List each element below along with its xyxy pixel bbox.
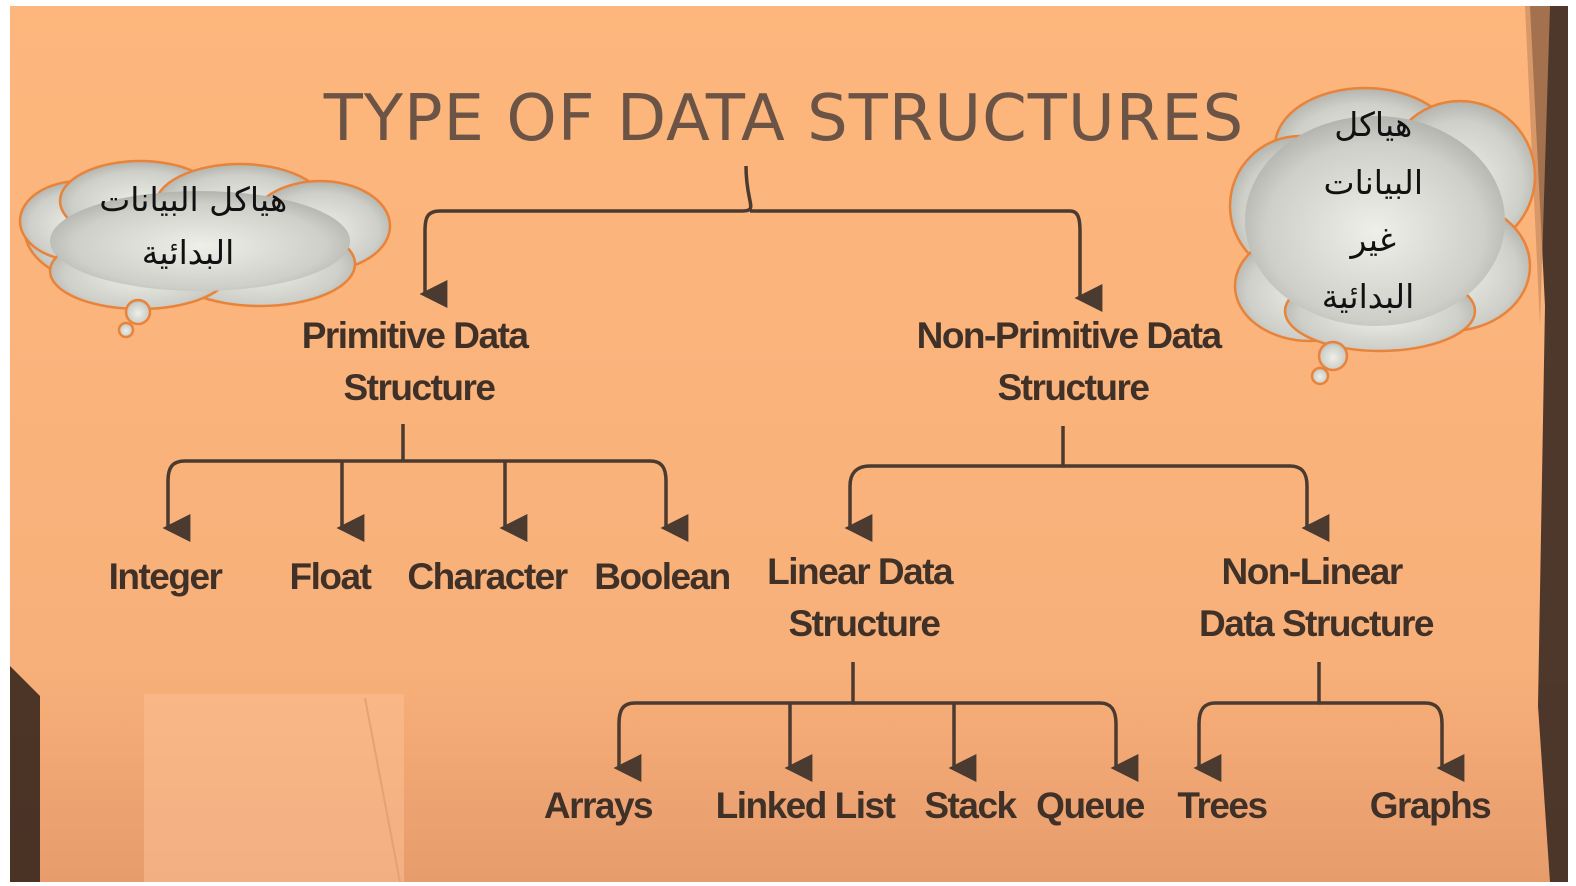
diagram-title: TYPE OF DATA STRUCTURES [323,82,1245,156]
node-linear-line2: Structure [789,603,941,644]
node-integer: Integer [109,556,223,597]
callout-right-text: هياكل البيانات غير البدائية [1313,105,1423,316]
node-character: Character [407,556,567,597]
connector-root [419,165,1103,312]
connector-linear [613,662,1139,782]
node-queue: Queue [1036,785,1145,826]
node-linked-list: Linked List [716,785,896,826]
node-trees: Trees [1177,785,1267,826]
decor-right-fold [1525,6,1550,326]
callout-right-line1: هياكل [1334,105,1412,144]
node-non-primitive-line2: Structure [998,367,1150,408]
connector-primitive [168,424,689,528]
connector-non-primitive [844,426,1330,542]
node-linear-line1: Linear Data [767,551,954,592]
node-graphs: Graphs [1370,785,1491,826]
diagram-canvas: TYPE OF DATA STRUCTURES Primitive Data S… [10,6,1568,882]
node-non-primitive: Non-Primitive Data Structure [917,315,1230,408]
callout-left-line2: البدائية [142,233,235,272]
node-arrays: Arrays [544,785,653,826]
node-primitive-line2: Structure [344,367,496,408]
decor-left-line [364,697,401,882]
callout-right-line2: البيانات [1324,163,1424,202]
node-linear: Linear Data Structure [767,551,961,644]
node-non-linear-line2: Data Structure [1199,603,1434,644]
node-non-linear-line1: Non-Linear [1221,551,1402,592]
node-float: Float [290,556,372,597]
node-primitive: Primitive Data Structure [302,315,537,408]
node-primitive-line1: Primitive Data [302,315,530,356]
callout-left-line1: هياكل البيانات [99,180,287,219]
connector-non-linear [1193,662,1465,782]
callout-cloud-right: هياكل البيانات غير البدائية [1228,86,1537,386]
slide: TYPE OF DATA STRUCTURES Primitive Data S… [10,6,1568,882]
node-boolean: Boolean [594,556,729,597]
node-non-linear: Non-Linear Data Structure [1199,551,1434,644]
decor-left-panel [144,694,404,882]
callout-right-line3: غير [1349,220,1396,259]
callout-right-line4: البدائية [1322,277,1415,316]
node-non-primitive-line1: Non-Primitive Data [917,315,1223,356]
callout-cloud-left: هياكل البيانات البدائية [18,159,392,339]
decor-left-dark [10,666,40,882]
decor-right-edge [1530,6,1568,882]
callout-left-text: هياكل البيانات البدائية [89,180,288,272]
node-stack: Stack [924,785,1017,826]
